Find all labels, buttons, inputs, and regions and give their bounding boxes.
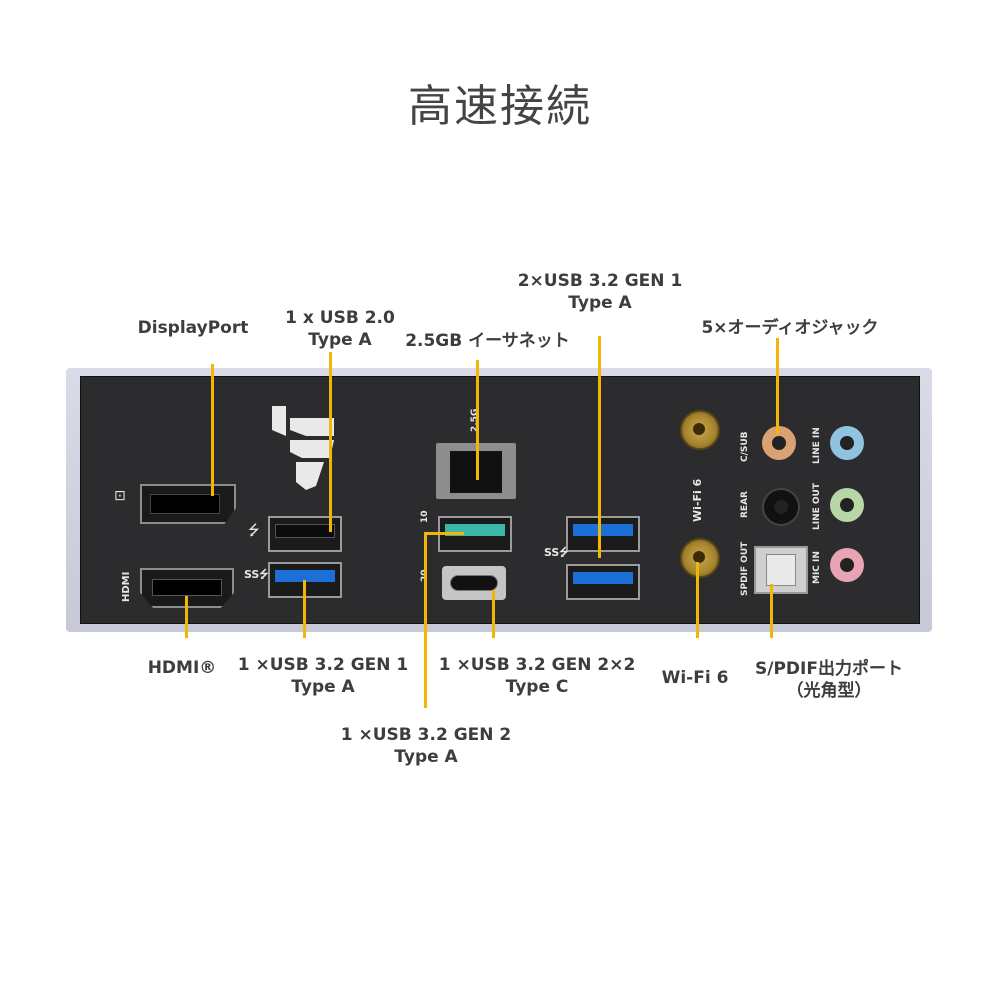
- displayport-port: [140, 484, 236, 524]
- audio-jack-csub: [762, 426, 796, 460]
- leader-hdmi: [185, 596, 188, 638]
- label-audio-jacks: 5×オーディオジャック: [701, 318, 879, 338]
- displayport-icon: ⊡: [114, 488, 126, 504]
- hdmi-silkscreen: HDMI: [121, 571, 132, 602]
- leader-spdif: [770, 584, 773, 638]
- audio-jack-rear: [762, 488, 800, 526]
- rear-silkscreen: REAR: [740, 491, 750, 518]
- ss10-silkscreen: 10: [420, 510, 430, 523]
- label-spdif: S/PDIF出力ポート（光角型）: [755, 659, 903, 701]
- label-ethernet: 2.5GB イーサネット: [405, 331, 570, 351]
- leader-ethernet: [476, 360, 479, 480]
- usb32-gen1-port-bottom: [566, 564, 640, 600]
- audio-jack-line-out: [830, 488, 864, 522]
- audio-jack-line-in: [830, 426, 864, 460]
- label-hdmi: HDMI®: [147, 658, 217, 678]
- leader-usb32-gen2-hook: [424, 532, 464, 535]
- label-displayport: DisplayPort: [137, 318, 249, 338]
- usb-ss-icon: SS⭍: [244, 568, 269, 581]
- wifi-antenna-bottom: [680, 538, 720, 578]
- spdif-out-silkscreen: SPDIF OUT: [740, 541, 750, 596]
- brand-logo-icon: [272, 406, 334, 490]
- usb32-gen1-port-top: [566, 516, 640, 552]
- leader-usb20: [329, 352, 332, 532]
- leader-audio: [776, 338, 779, 434]
- leader-usb32-gen1-x2: [598, 336, 601, 558]
- line-in-silkscreen: LINE IN: [812, 427, 822, 464]
- label-wifi: Wi-Fi 6: [661, 668, 729, 688]
- wifi-silkscreen: Wi-Fi 6: [691, 478, 704, 522]
- leader-usb32-gen1: [303, 580, 306, 638]
- page-title: 高速接続: [408, 81, 592, 132]
- audio-jack-mic-in: [830, 548, 864, 582]
- mic-in-silkscreen: MIC IN: [812, 551, 822, 584]
- line-out-silkscreen: LINE OUT: [812, 483, 822, 530]
- leader-usb32-gen2x2: [492, 590, 495, 638]
- spdif-optical-port: [754, 546, 808, 594]
- csub-silkscreen: C/SUB: [740, 431, 750, 462]
- usb-ss-icon-2: SS⭍: [544, 546, 569, 559]
- usb-icon: ⭍: [248, 523, 260, 539]
- leader-usb32-gen2: [424, 534, 427, 708]
- leader-wifi: [696, 562, 699, 638]
- usb-type-c-port: [442, 566, 506, 600]
- leader-displayport: [211, 364, 214, 496]
- wifi-antenna-top: [680, 410, 720, 450]
